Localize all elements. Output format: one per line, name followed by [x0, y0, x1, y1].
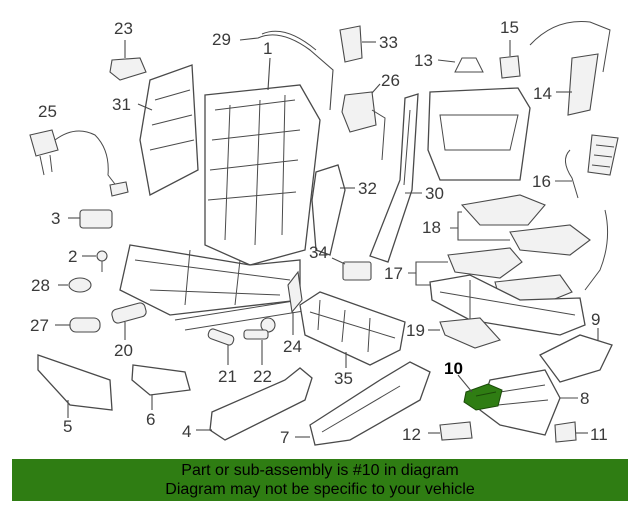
part-23-bracket — [109, 40, 147, 81]
callout-2: 2 — [68, 247, 78, 266]
callout-34: 34 — [309, 243, 328, 262]
parts-diagram: 1 2 3 4 5 6 7 8 9 10 11 12 13 14 15 16 1… — [29, 18, 619, 447]
callout-33: 33 — [379, 33, 398, 52]
part-4-trim — [196, 367, 313, 441]
callout-13: 13 — [414, 51, 433, 70]
part-22-bolt — [243, 317, 276, 365]
part-31-side-panel — [137, 64, 199, 196]
callout-5: 5 — [63, 417, 73, 436]
part-26-mechanism — [341, 83, 386, 161]
part-5-trim — [37, 354, 113, 418]
callout-29: 29 — [212, 30, 231, 49]
part-25-cable — [29, 129, 129, 197]
callout-19: 19 — [406, 321, 425, 340]
part-35-tray — [299, 291, 406, 368]
callout-10: 10 — [444, 359, 463, 378]
part-1-seat-frame — [119, 84, 321, 331]
part-28-cap — [58, 277, 92, 293]
callout-6: 6 — [146, 410, 156, 429]
part-32-cover — [311, 164, 355, 256]
part-30-strip — [369, 93, 422, 263]
callout-12: 12 — [402, 425, 421, 444]
part-16-lumbar — [555, 134, 619, 199]
part-34-bracket — [331, 257, 372, 281]
callout-3: 3 — [51, 209, 61, 228]
callout-11: 11 — [590, 425, 608, 444]
callout-25: 25 — [38, 102, 57, 121]
callout-20: 20 — [114, 341, 133, 360]
callout-24: 24 — [283, 337, 302, 356]
callout-17: 17 — [384, 264, 403, 283]
info-banner: Part or sub-assembly is #10 in diagram D… — [12, 459, 628, 501]
callout-28: 28 — [31, 276, 50, 295]
callout-18: 18 — [422, 218, 441, 237]
callout-30: 30 — [425, 184, 444, 203]
part-10-highlighted — [457, 374, 503, 411]
callout-23: 23 — [114, 19, 133, 38]
part-12-clip — [428, 421, 473, 441]
part-33-cover — [339, 25, 376, 63]
part-13-back-panel — [427, 57, 531, 181]
part-27-motor — [55, 317, 101, 333]
part-14-module — [529, 20, 611, 116]
banner-line-disclaimer: Diagram may not be specific to your vehi… — [165, 481, 475, 498]
callout-8: 8 — [580, 389, 590, 408]
part-18-mats — [450, 194, 591, 256]
part-21-bolt — [207, 328, 235, 365]
banner-line-part: Part or sub-assembly is #10 in diagram — [181, 462, 459, 479]
part-24-clip — [287, 270, 303, 335]
part-8-cover — [479, 369, 578, 436]
part-15-clip — [499, 40, 521, 79]
callout-1: 1 — [263, 39, 273, 58]
callout-35: 35 — [334, 369, 353, 388]
callout-4: 4 — [182, 422, 192, 441]
callout-14: 14 — [533, 84, 552, 103]
callout-32: 32 — [358, 179, 377, 198]
part-29-rod — [239, 34, 334, 111]
part-3-adjuster — [68, 209, 113, 229]
part-20-motor — [111, 302, 147, 340]
callout-31: 31 — [112, 95, 131, 114]
callout-7: 7 — [280, 428, 290, 447]
part-6-cover — [131, 364, 191, 410]
diagram-drawing — [29, 20, 619, 446]
callout-27: 27 — [30, 316, 49, 335]
part-7-side-trim — [295, 361, 431, 446]
callout-9: 9 — [591, 310, 601, 329]
part-9-panel — [539, 328, 613, 383]
callout-22: 22 — [253, 367, 272, 386]
part-11-clip — [554, 421, 588, 443]
part-2-screw — [82, 250, 108, 272]
part-19-frame — [428, 274, 586, 349]
callout-16: 16 — [532, 172, 551, 191]
callout-15: 15 — [500, 18, 519, 37]
callout-26: 26 — [381, 71, 400, 90]
callout-21: 21 — [218, 367, 237, 386]
